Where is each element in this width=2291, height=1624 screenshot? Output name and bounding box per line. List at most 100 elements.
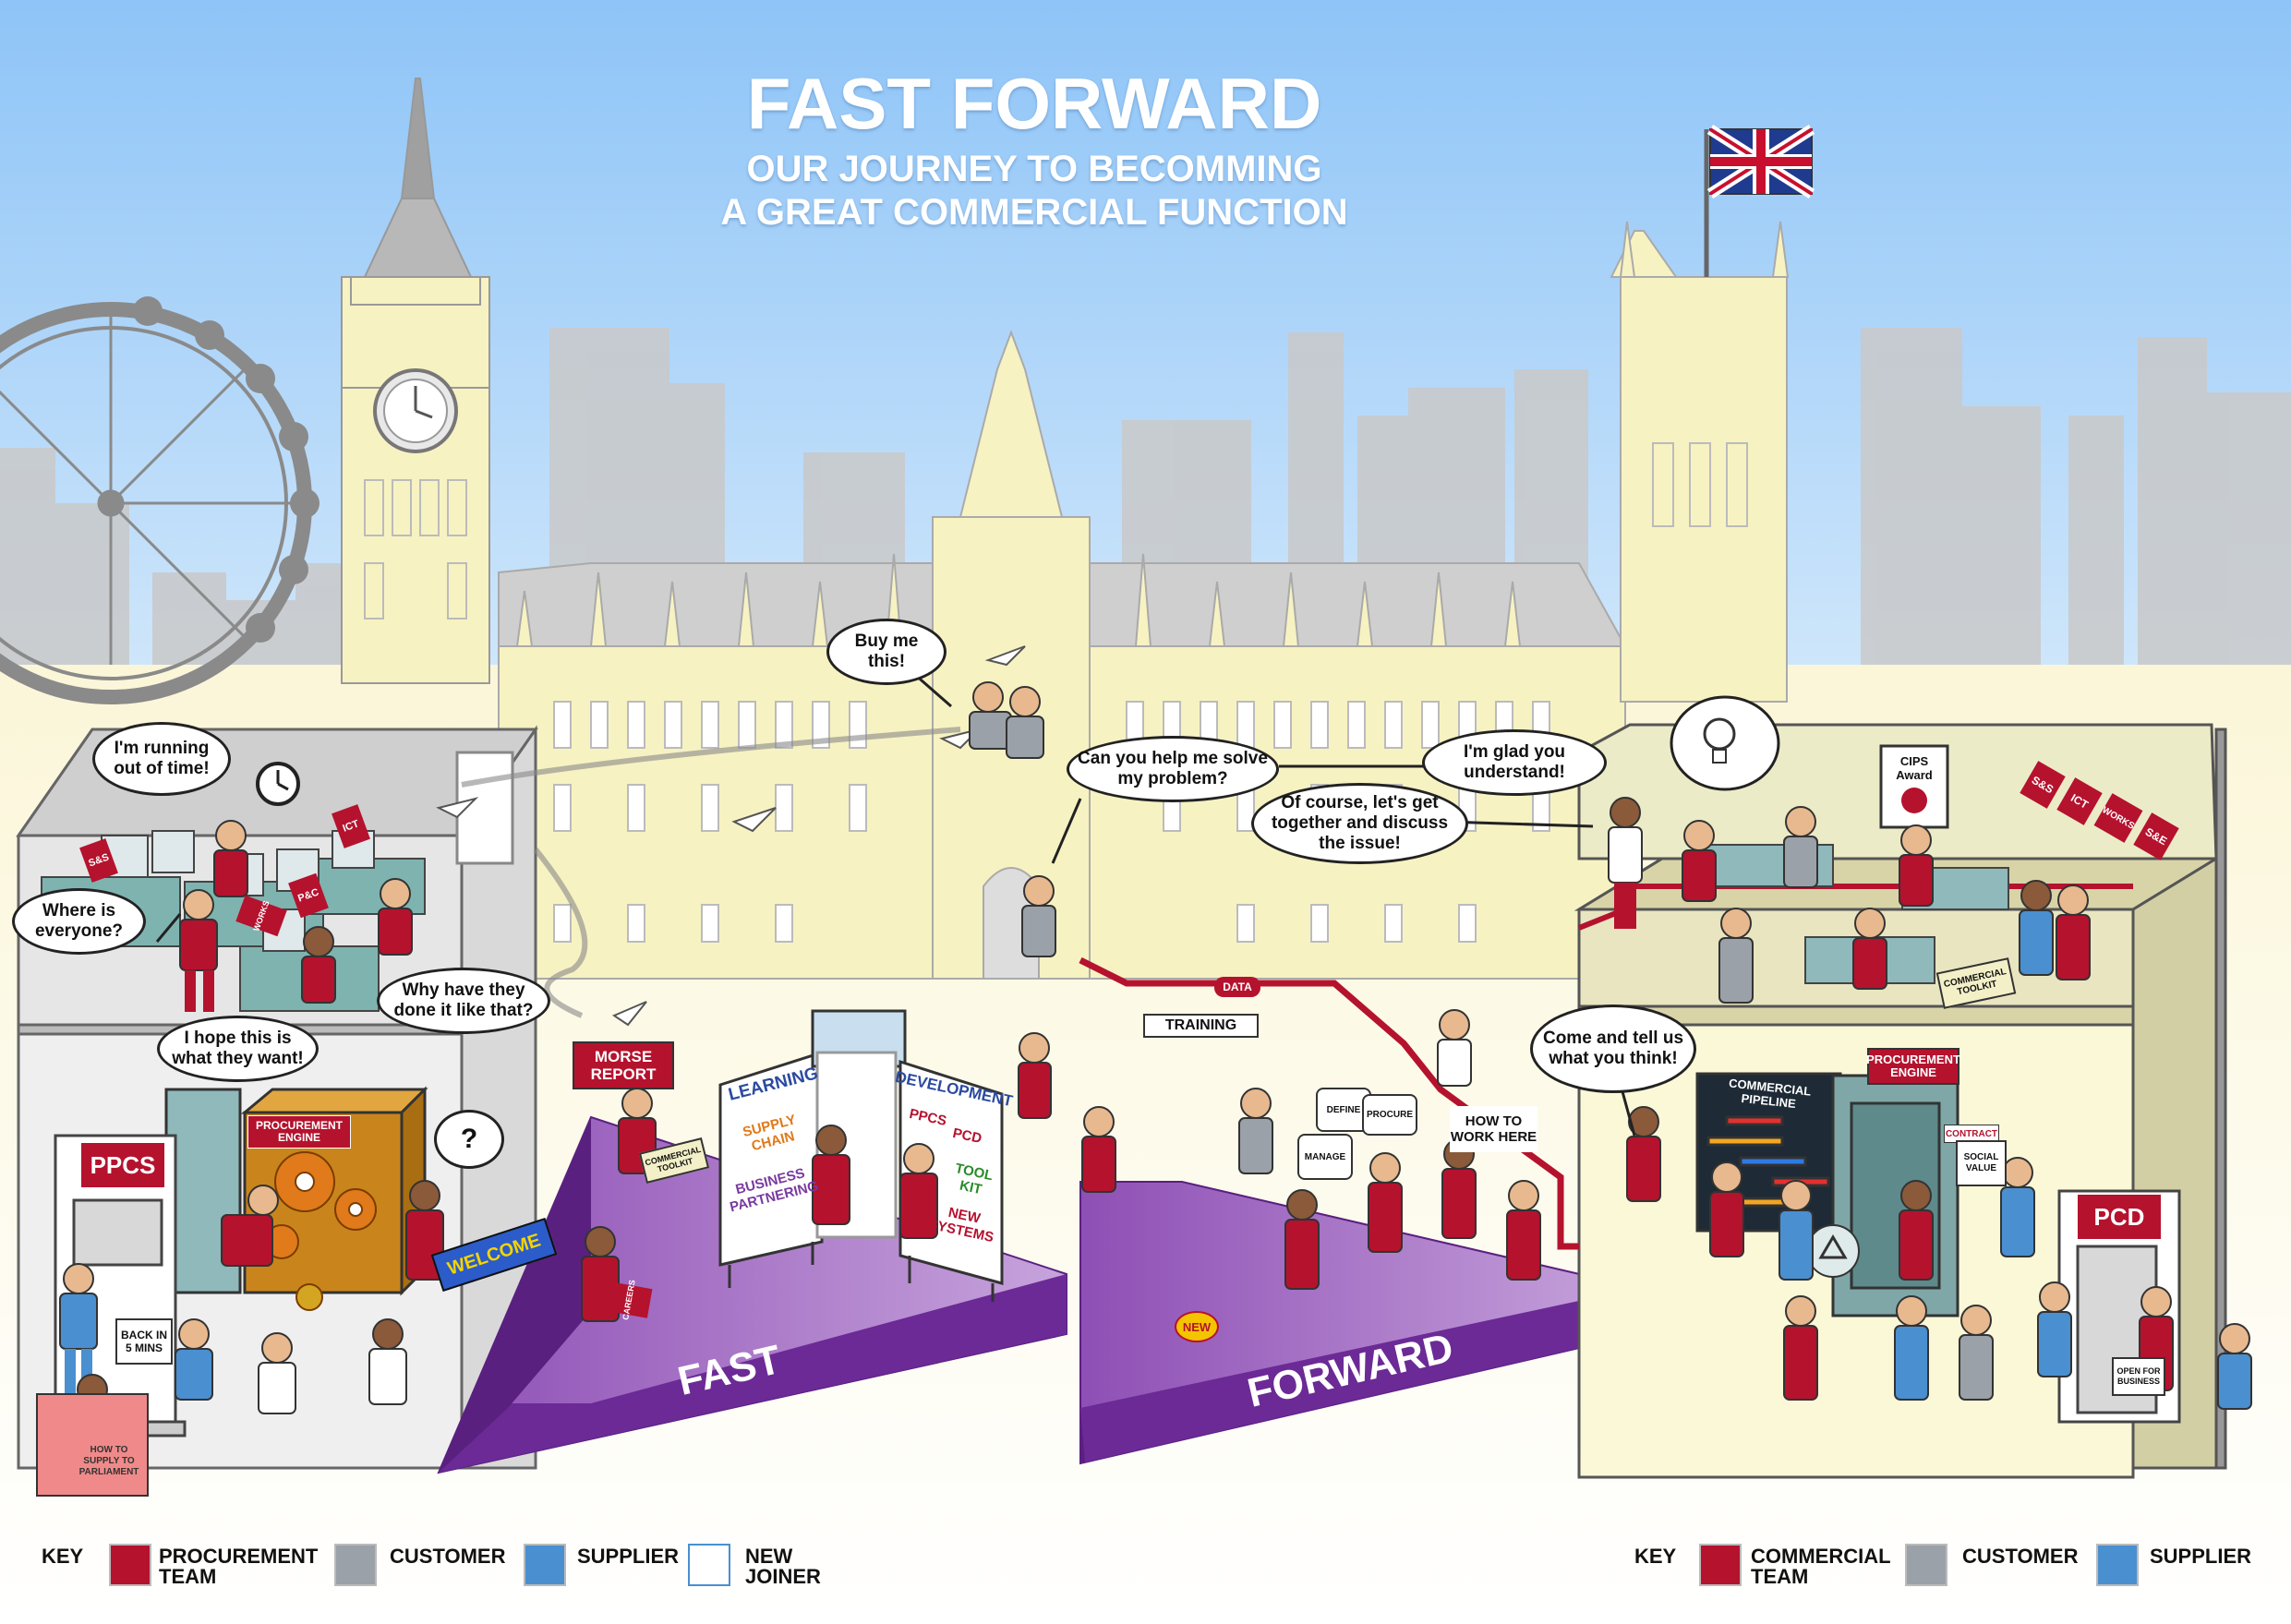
big-ben-tower [341,78,490,684]
bubble-of-course: Of course, let's get together and discus… [1251,783,1468,864]
commercial-team-member [1899,1180,1934,1281]
bubble-can-you-help: Can you help me solve my problem? [1067,736,1279,802]
supplier-person [2000,1157,2035,1257]
key-right-item-supplier: SUPPLIER [2150,1545,2252,1568]
bubble-come-and-tell: Come and tell us what you think! [1530,1004,1696,1093]
supplier-person [175,1318,213,1401]
bubble-buy-me-this: Buy me this! [826,619,947,685]
page-title: FAST FORWARD [746,63,1322,144]
london-eye-icon [0,296,320,704]
commercial-team-member [1284,1189,1320,1290]
procure-puzzle: PROCURE [1362,1094,1417,1136]
how-to-work-here-board: HOW TO WORK HERE [1450,1106,1537,1152]
commercial-team-member [2056,884,2091,980]
key-right-item-customer: CUSTOMER [1962,1545,2079,1568]
commercial-team-member [1018,1032,1052,1119]
key-left-item-new-joiner: NEW JOINER [745,1545,821,1588]
social-value-sign: SOCIAL VALUE [1956,1140,2007,1186]
fast-platform [437,1115,1067,1474]
bubble-running-out-of-time: I'm running out of time! [92,722,231,796]
key-left-item-customer: CUSTOMER [390,1545,506,1568]
ppcs-sign: PPCS [81,1143,164,1187]
procurement-engine-left-sign: PROCUREMENT ENGINE [247,1115,351,1149]
procurement-engine-right-sign: PROCUREMENT ENGINE [1866,1048,1960,1085]
open-for-business-sign: OPEN FOR BUSINESS [2112,1357,2165,1396]
supplier-person [2217,1323,2252,1410]
award-rosette-icon [1879,744,1949,829]
page-subtitle-line1: OUR JOURNEY TO BECOMMING [746,149,1322,189]
learning-development-boards [718,1009,1004,1302]
procurement-team-member [812,1125,850,1225]
key-left-swatch-supplier [524,1544,566,1586]
key-right-swatch-commercial [1699,1544,1742,1586]
commercial-team-member [1608,797,1643,929]
supplier-person [2037,1281,2072,1377]
bubble-question: ? [434,1110,504,1169]
commercial-team-member [1899,824,1934,907]
customer-person [1718,908,1754,1004]
pcd-sign: PCD [2078,1195,2161,1239]
key-left-label: KEY [42,1545,84,1568]
supplier-person [1894,1295,1929,1401]
customer-person [1959,1305,1994,1401]
palace-of-westminster [498,330,1627,980]
bubble-where-is-everyone: Where is everyone? [12,888,146,955]
procurement-team-member [378,878,413,956]
clock-icon [256,762,300,806]
procurement-team-member [179,889,218,1012]
gear-icon [264,1151,377,1311]
commercial-team-member [1506,1180,1541,1281]
flight-trail [461,727,961,788]
how-to-supply-book: HOW TO SUPPLY TO PARLIAMENT [78,1444,139,1477]
key-right-swatch-customer [1905,1544,1947,1586]
supplier-person [1779,1180,1814,1281]
customer-person [1238,1088,1273,1174]
commercial-team-member [1783,1295,1818,1401]
manage-puzzle: MANAGE [1297,1134,1353,1180]
bubble-why-have-they: Why have they done it like that? [377,968,550,1034]
commercial-team-member [1783,806,1818,888]
key-left-swatch-new-joiner [688,1544,730,1586]
bubble-hope-this-is: I hope this is what they want! [157,1016,319,1082]
key-left-swatch-procurement [109,1544,151,1586]
commercial-team-member [1021,875,1056,957]
new-joiner [258,1332,296,1414]
big-ben-clock-icon [373,368,458,453]
forward-platform [1079,1181,1640,1465]
union-jack-flag-icon [1706,124,1815,199]
key-right-label: KEY [1634,1545,1677,1568]
procurement-team-member [301,926,336,1004]
commercial-team-member [1626,1106,1661,1202]
cips-award-plaque: CIPS Award [1896,754,1933,782]
page-subtitle-line2: A GREAT COMMERCIAL FUNCTION [720,192,1348,233]
recycle-icon [1806,1224,1860,1278]
key-left-item-supplier: SUPPLIER [577,1545,680,1568]
data-cable [1079,956,1579,1250]
procurement-team-member [899,1143,938,1239]
customer-flying [969,681,1012,750]
supplier-reading [36,1374,149,1497]
bubble-glad-you-understand: I'm glad you understand! [1422,729,1607,796]
commercial-team-member [1709,1161,1744,1257]
new-joiner [1437,1009,1472,1087]
flight-trail-loop [533,848,588,1018]
commercial-team-member [1081,1106,1116,1193]
data-tag: DATA [1214,977,1260,997]
victoria-tower [1610,129,1790,703]
commercial-team-member [1368,1152,1403,1253]
commercial-team-member [1682,820,1717,902]
customer-flying [1006,686,1044,759]
back-in-5-sign: BACK IN 5 MINS [115,1318,173,1365]
new-joiner [368,1318,407,1405]
supplier-person [2019,880,2054,976]
key-left-item-procurement: PROCUREMENT TEAM [159,1545,319,1588]
procurement-engine-right [1831,1074,1959,1317]
new-starburst: NEW [1175,1311,1219,1342]
procurement-team-member [213,820,248,897]
commercial-team-member [1852,908,1887,990]
key-left-swatch-customer [334,1544,377,1586]
morse-report-sign: MORSE REPORT [573,1041,674,1089]
lightbulb-icon [1670,695,1780,791]
